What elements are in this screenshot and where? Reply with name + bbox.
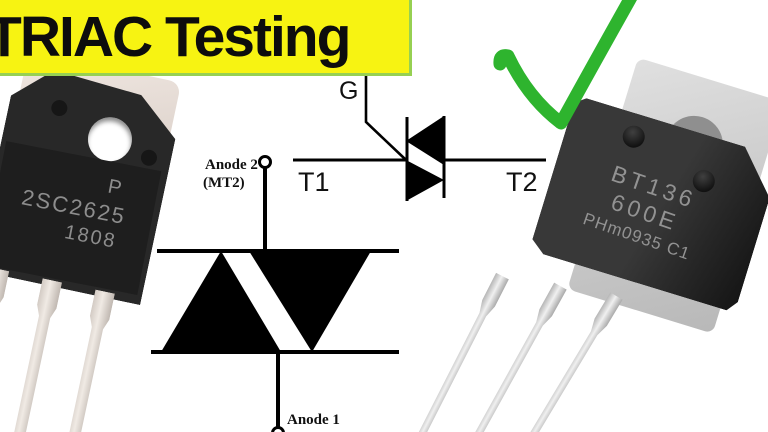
gate-lead-line [364,76,406,160]
triac-bt136-photo: BT136 600E PHm0935 C1 [498,57,768,432]
transistor-2sc2625-photo: P 2SC2625 1808 [0,49,189,432]
title-text: TRIAC Testing [0,5,351,69]
symbol-triangle-upper [406,116,444,165]
mold-dimple [139,148,158,167]
title-banner: TRIAC Testing [0,0,412,76]
anode1-label: Anode 1 [287,412,340,428]
mt2-label: (MT2) [203,175,245,191]
marking-area: BT136 600E PHm0935 C1 [539,142,753,279]
big-triangle-up [161,251,281,352]
big-triangle-down [249,251,371,352]
anode1-terminal [271,426,285,432]
t1-label: T1 [298,167,330,197]
symbol-triangle-lower [406,160,444,201]
component-lead [0,266,12,432]
mold-dimple [620,123,647,150]
component-lead [3,278,65,432]
anode2-label: Anode 2 [205,157,258,173]
component-lead [55,289,117,432]
anode2-terminal [258,155,272,169]
gate-label: G [339,77,358,105]
mold-dimple [50,99,69,118]
marking-area: P 2SC2625 1808 [0,141,161,295]
